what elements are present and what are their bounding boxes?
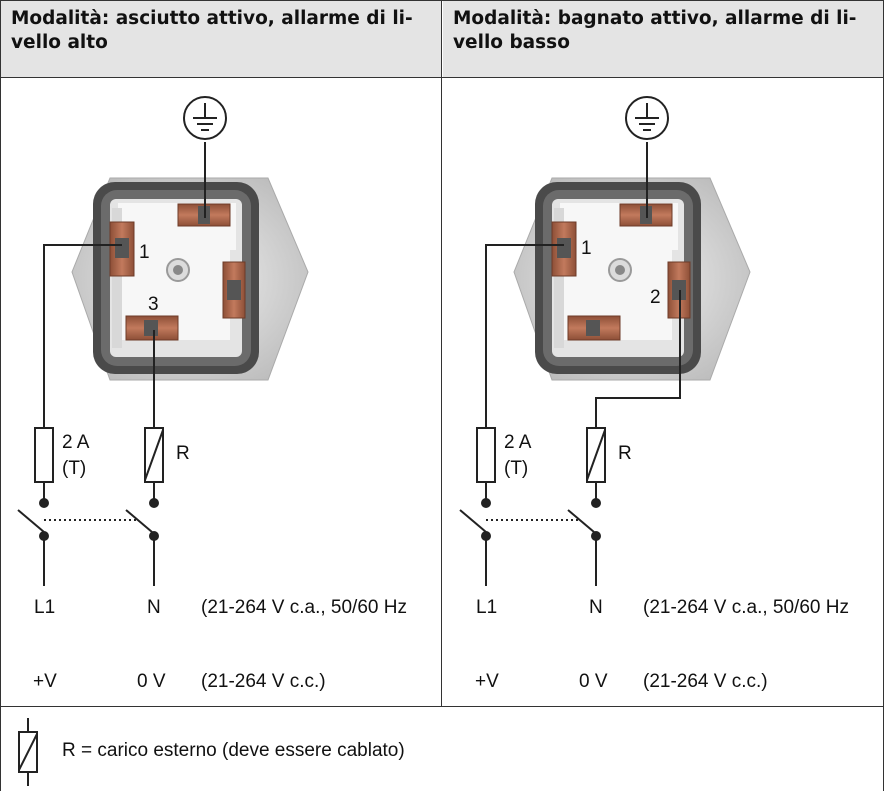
- fuse-rating-right: 2 A: [504, 432, 532, 453]
- earth-symbol-right: [625, 96, 669, 140]
- terminal-label-2-right: 2: [650, 287, 661, 308]
- header-right: Modalità: bagnato attivo, allarme di li-…: [443, 1, 883, 77]
- fuse-rating-left: 2 A: [62, 432, 90, 453]
- switch-left: [17, 509, 159, 586]
- ac-neutral-left: N: [147, 597, 161, 618]
- dc-range-right: (21-264 V c.c.): [643, 671, 768, 692]
- terminal-label-3-left: 3: [148, 294, 159, 315]
- earth-symbol-left: [183, 96, 227, 140]
- switch-right: [459, 509, 601, 586]
- ac-range-right: (21-264 V c.a., 50/60 Hz: [643, 597, 849, 618]
- header-left: Modalità: asciutto attivo, allarme di li…: [1, 1, 441, 77]
- header-right-line2: vello basso: [453, 32, 570, 53]
- dc-neg-right: 0 V: [579, 671, 608, 692]
- fuse-type-right: (T): [504, 458, 529, 479]
- header-left-line2: vello alto: [11, 32, 108, 53]
- dc-neg-left: 0 V: [137, 671, 166, 692]
- dc-range-left: (21-264 V c.c.): [201, 671, 326, 692]
- ac-range-left: (21-264 V c.a., 50/60 Hz: [201, 597, 407, 618]
- terminal-label-1-left: 1: [139, 242, 150, 263]
- fuse-left: [34, 427, 54, 483]
- table-border-legend: [0, 706, 884, 707]
- dc-pos-left: +V: [33, 671, 57, 692]
- terminal-label-1-right: 1: [581, 238, 592, 259]
- dc-pos-right: +V: [475, 671, 499, 692]
- fuse-type-left: (T): [62, 458, 87, 479]
- fuse-right: [476, 427, 496, 483]
- header-right-line1: Modalità: bagnato attivo, allarme di li-: [453, 8, 857, 29]
- legend-resistor-symbol: [18, 718, 38, 786]
- connector-left: [71, 177, 309, 381]
- load-label-right: R: [618, 443, 632, 464]
- ac-line-right: L1: [476, 597, 498, 618]
- table-border-top: [0, 0, 884, 1]
- table-border-header: [0, 77, 884, 78]
- legend-text: R = carico esterno (deve essere cablato): [62, 740, 405, 761]
- table-border-middle: [441, 0, 442, 707]
- ac-neutral-right: N: [589, 597, 603, 618]
- table-border-left: [0, 0, 1, 791]
- connector-right: [513, 177, 751, 381]
- header-left-line1: Modalità: asciutto attivo, allarme di li…: [11, 8, 413, 29]
- load-label-left: R: [176, 443, 190, 464]
- ac-line-left: L1: [34, 597, 56, 618]
